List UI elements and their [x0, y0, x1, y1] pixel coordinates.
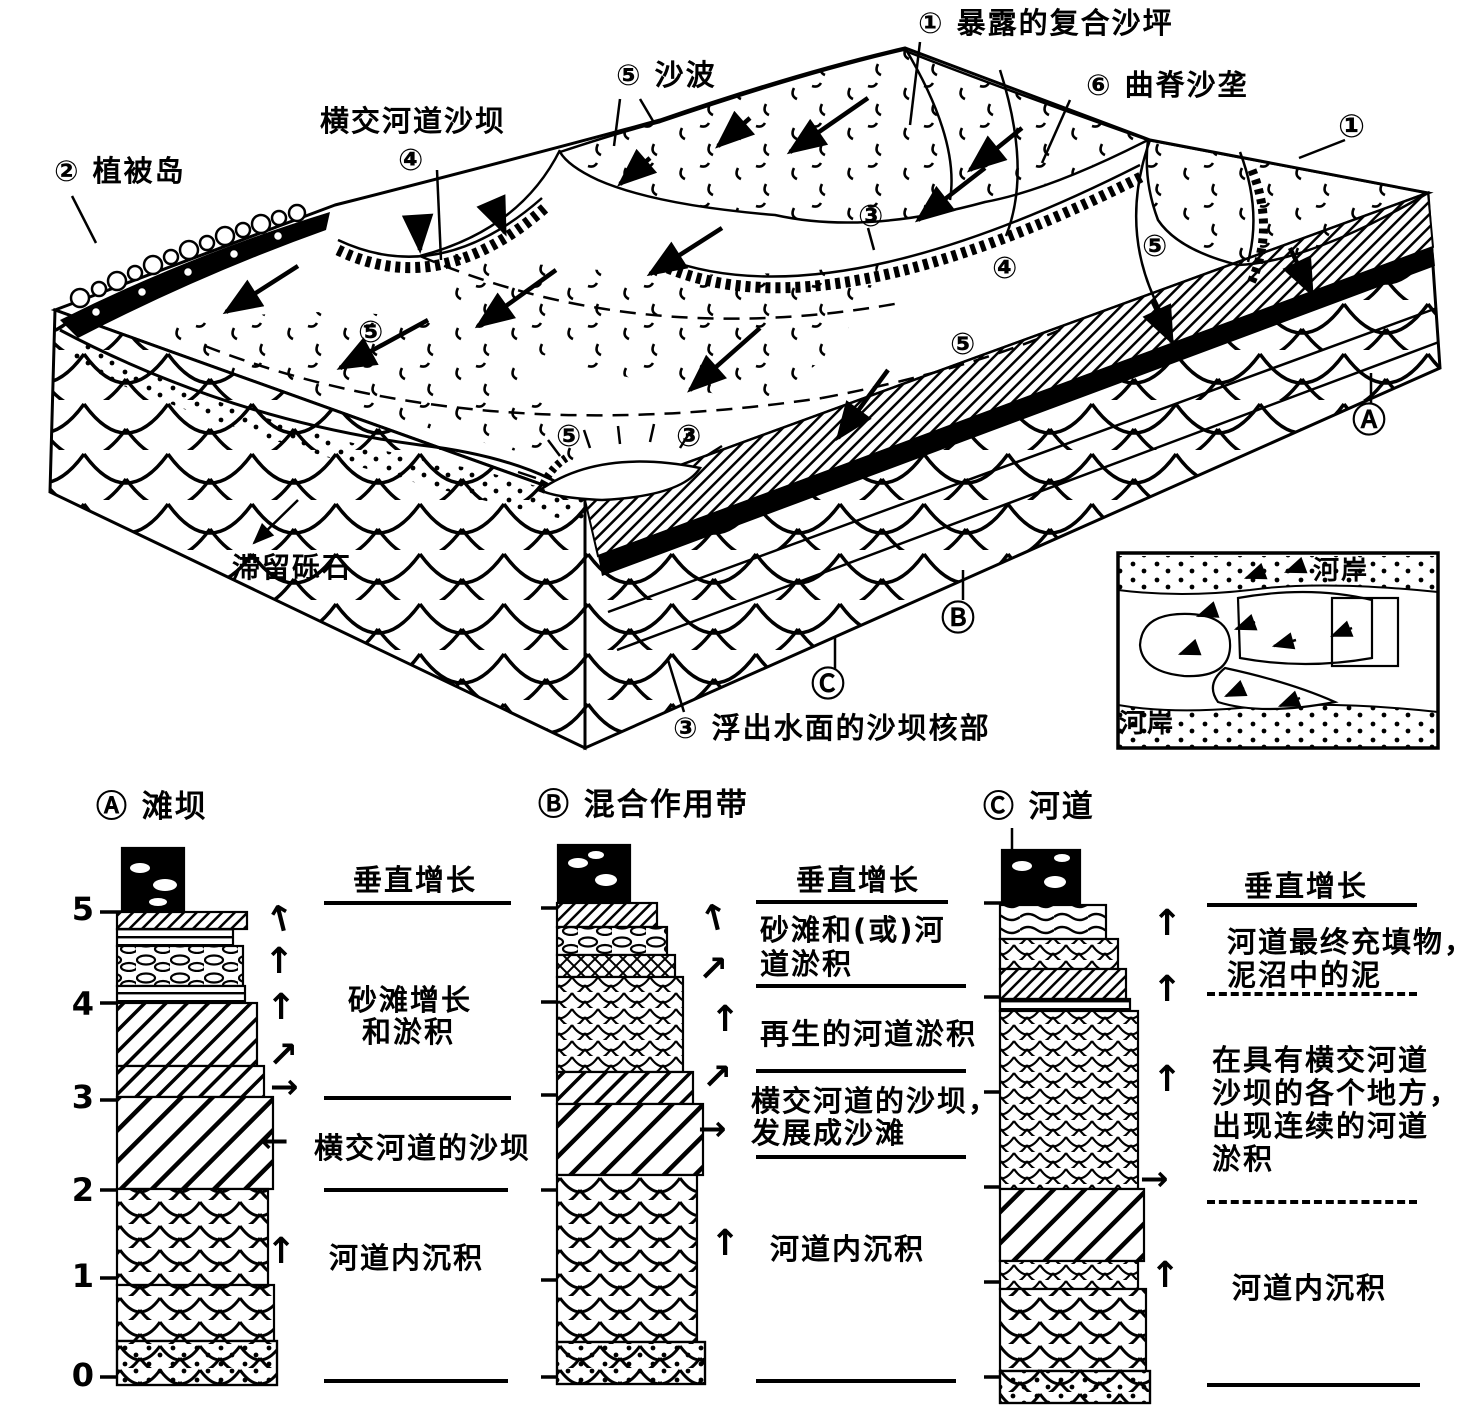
up-arrow-icon: ↑ [1152, 903, 1183, 944]
label-transverse-bar: 横交河道沙坝 [320, 104, 507, 138]
column-b [555, 843, 707, 1386]
c-zone-continuous-1: 在具有横交河道 [1212, 1043, 1430, 1077]
marker-4-mid: ④ [992, 251, 1018, 286]
leader-lines [70, 41, 1373, 713]
marker-3-center: ③ [676, 419, 702, 454]
b-zone-bar-to-beach-1: 横交河道的沙坝， [751, 1084, 1000, 1118]
marker-4-label: ④ [398, 143, 424, 178]
scale-4: 4 [71, 985, 94, 1023]
up-arrow-icon: ↑ [1150, 1255, 1181, 1296]
label-sand-waves: ⑤ 沙波 [616, 58, 717, 92]
up-arrow-icon: ↑ [1152, 1059, 1183, 1100]
up-arrow-icon: ↑ [266, 987, 297, 1028]
up-arrow-icon: ↑ [710, 999, 741, 1040]
a-zone-sand-growth-1: 砂滩增长 [348, 983, 473, 1017]
a-zone-vertical-accretion: 垂直增长 [353, 863, 478, 897]
c-zone-continuous-4: 淤积 [1212, 1142, 1275, 1176]
b-zone-sand-or-channel-2: 道淤积 [760, 947, 854, 981]
b-zone-in-channel: 河道内沉积 [770, 1232, 926, 1266]
label-veg-island: ② 植被岛 [54, 154, 186, 188]
up-right-arrow-icon: ↗ [702, 1057, 733, 1098]
scale-5: 5 [71, 890, 94, 928]
c-zone-final-fill-1: 河道最终充填物， [1227, 925, 1476, 959]
scale-0: 0 [71, 1356, 94, 1394]
a-rule-4 [324, 1379, 508, 1383]
c-rule-1 [1207, 903, 1417, 907]
a-rule-3 [324, 1188, 508, 1192]
c-rule-2-dashed [1207, 992, 1417, 996]
marker-face-b: Ⓑ [941, 599, 975, 639]
right-arrow-icon: → [1140, 1159, 1169, 1199]
inset-map [1116, 551, 1440, 750]
a-zone-sand-growth-2: 和淤积 [362, 1015, 456, 1049]
c-zone-continuous-3: 出现连续的河道 [1212, 1109, 1430, 1143]
up-arrow-icon: ↑ [264, 941, 295, 982]
marker-5-mid: ⑤ [950, 327, 976, 362]
b-rule-4 [756, 1155, 966, 1159]
scale-2: 2 [71, 1171, 94, 1209]
c-zone-final-fill-2: 泥沼中的泥 [1227, 958, 1383, 992]
up-right-arrow-icon: ↗ [268, 1035, 299, 1076]
c-zone-vertical-accretion: 垂直增长 [1244, 869, 1369, 903]
right-arrow-icon: → [270, 1067, 299, 1107]
marker-5-right: ⑤ [1142, 229, 1168, 264]
c-rule-4 [1207, 1383, 1420, 1387]
marker-3-top: ③ [858, 199, 884, 234]
vegetated-island [60, 203, 330, 338]
up-arrow-icon: ↑ [710, 1223, 741, 1264]
left-arrow-icon: ← [260, 1121, 289, 1161]
flow-arrows [222, 96, 1315, 442]
inset-bank-top: 河岸 [1313, 556, 1370, 586]
b-zone-sand-or-channel-1: 砂滩和(或)河 [760, 913, 946, 947]
c-rule-3-dashed [1207, 1200, 1417, 1204]
right-arrow-icon: → [698, 1109, 727, 1149]
up-arrow-icon: ↑ [1152, 969, 1183, 1010]
scale-1: 1 [71, 1257, 94, 1295]
a-rule-1 [324, 901, 511, 905]
label-exposed-flat: ① 暴露的复合沙坪 [918, 6, 1174, 40]
marker-5-center: ⑤ [556, 419, 582, 454]
marker-face-c: Ⓒ [811, 665, 845, 705]
a-zone-in-channel: 河道内沉积 [329, 1241, 485, 1275]
b-zone-vertical-accretion: 垂直增长 [796, 863, 921, 897]
b-zone-bar-to-beach-2: 发展成沙滩 [751, 1116, 907, 1150]
b-rule-1 [756, 900, 948, 904]
up-right-arrow-icon: ↗ [698, 949, 729, 990]
label-lag-gravel: 滞留砾石 [232, 551, 353, 584]
b-zone-regenerated: 再生的河道淤积 [760, 1017, 978, 1051]
up-arrow-icon: ↑ [266, 1231, 297, 1272]
column-c-title: Ⓒ 河道 [983, 789, 1095, 825]
label-bar-core: ③ 浮出水面的沙坝核部 [673, 711, 991, 745]
c-zone-continuous-2: 沙坝的各个地方， [1212, 1076, 1461, 1110]
column-c [998, 828, 1152, 1405]
b-rule-5 [756, 1379, 956, 1383]
marker-5-left: ⑤ [358, 315, 384, 350]
a-rule-2 [324, 1096, 511, 1100]
label-curved-ridge: ⑥ 曲脊沙垄 [1086, 68, 1249, 102]
b-rule-3 [756, 1069, 966, 1073]
column-a [115, 846, 279, 1387]
scale-3: 3 [71, 1078, 94, 1116]
b-rule-2 [756, 984, 966, 988]
a-zone-transverse-bar: 横交河道的沙坝 [314, 1131, 532, 1165]
column-a-title: Ⓐ 滩坝 [96, 789, 208, 825]
transverse-bars [335, 163, 1268, 502]
inset-bank-bottom: 河岸 [1119, 709, 1176, 739]
column-b-title: Ⓑ 混合作用带 [538, 787, 749, 823]
marker-face-a: Ⓐ [1352, 401, 1386, 441]
c-zone-in-channel: 河道内沉积 [1232, 1271, 1388, 1305]
marker-1-right: ① [1338, 107, 1366, 145]
